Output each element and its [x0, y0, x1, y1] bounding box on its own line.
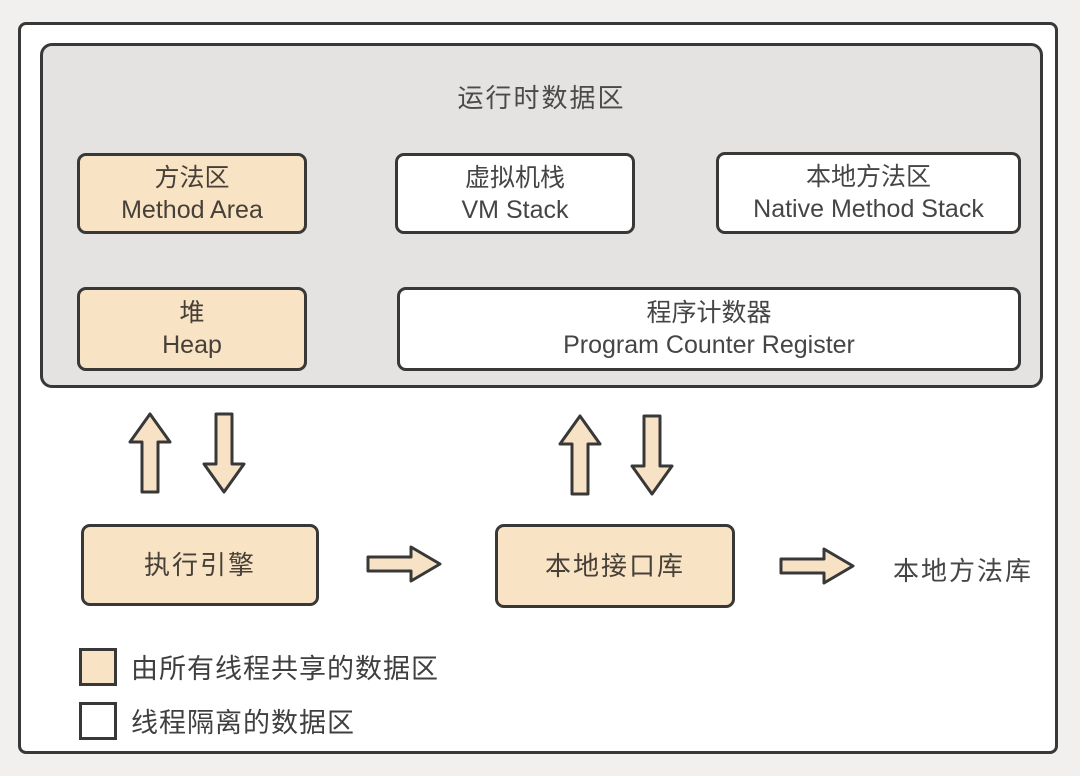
pc-register-label-en: Program Counter Register — [563, 331, 855, 359]
outer-frame: 运行时数据区 方法区 Method Area 虚拟机栈 VM Stack 本地方… — [18, 22, 1058, 754]
shared-swatch-icon — [79, 647, 117, 686]
vm-stack-label-zh: 虚拟机栈 — [464, 163, 565, 192]
method-area-box: 方法区 Method Area — [77, 153, 307, 234]
native-method-library-label: 本地方法库 — [892, 556, 1033, 586]
legend-isolated-label: 线程隔离的数据区 — [131, 708, 355, 738]
up-arrow-icon — [128, 412, 172, 494]
right-arrow-icon — [366, 545, 442, 583]
down-arrow-icon — [202, 412, 246, 494]
heap-box: 堆 Heap — [77, 287, 307, 371]
native-method-stack-label-en: Native Method Stack — [753, 195, 984, 223]
vm-stack-label-en: VM Stack — [461, 195, 569, 224]
execution-engine-box: 执行引擎 — [81, 524, 319, 606]
vm-stack-box: 虚拟机栈 VM Stack — [395, 153, 635, 234]
native-method-stack-box: 本地方法区 Native Method Stack — [716, 152, 1021, 234]
native-interface-box: 本地接口库 — [495, 524, 735, 608]
native-interface-label: 本地接口库 — [544, 551, 685, 581]
heap-label-zh: 堆 — [179, 299, 205, 327]
heap-label-en: Heap — [162, 331, 222, 359]
legend-shared-label: 由所有线程共享的数据区 — [131, 654, 439, 684]
isolated-swatch-icon — [79, 701, 117, 740]
pc-register-box: 程序计数器 Program Counter Register — [397, 287, 1021, 371]
right-arrow-icon — [779, 547, 855, 585]
down-arrow-icon — [630, 414, 674, 496]
native-method-stack-label-zh: 本地方法区 — [805, 163, 931, 191]
legend-item-shared: 由所有线程共享的数据区 — [79, 647, 439, 686]
execution-engine-label: 执行引擎 — [143, 550, 256, 580]
runtime-data-area-panel: 运行时数据区 方法区 Method Area 虚拟机栈 VM Stack 本地方… — [40, 43, 1043, 388]
legend-item-isolated: 线程隔离的数据区 — [79, 701, 355, 740]
method-area-label-en: Method Area — [121, 195, 263, 224]
pc-register-label-zh: 程序计数器 — [646, 299, 772, 327]
up-arrow-icon — [558, 414, 602, 496]
runtime-data-area-title: 运行时数据区 — [457, 83, 626, 113]
method-area-label-zh: 方法区 — [154, 163, 230, 192]
